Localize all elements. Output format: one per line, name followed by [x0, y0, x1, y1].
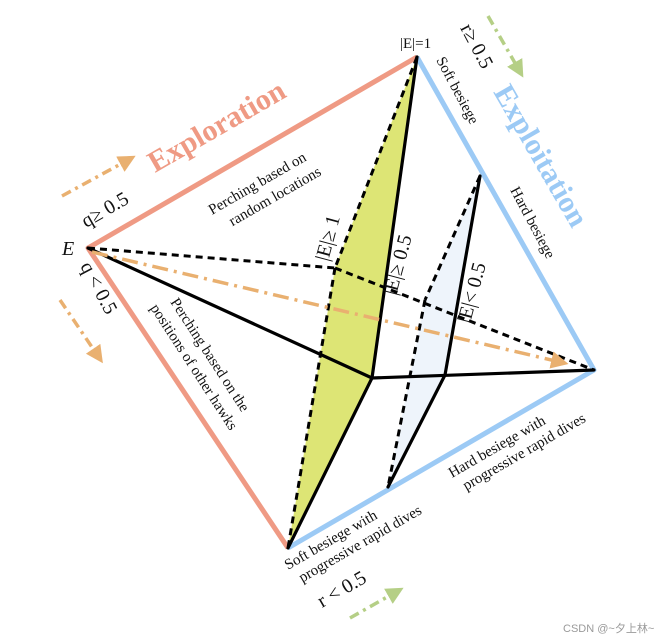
- condition-r-ge: r≥ 0.5: [456, 20, 498, 72]
- q-ge-arrow: [61, 155, 136, 198]
- yellow-plane: [288, 57, 417, 548]
- perching-random-label: Perching based on random locations: [206, 149, 324, 229]
- exploration-title: Exploration: [142, 74, 292, 179]
- exploration-flow-arrow: [91, 250, 569, 369]
- soft-besiege-label: Soft besiege: [432, 54, 481, 127]
- q-lt-arrow: [58, 299, 103, 364]
- r-ge-arrow: [486, 15, 524, 78]
- vertex-e-label: E: [61, 238, 74, 260]
- solid-lines: [86, 55, 596, 550]
- r-lt-arrow: [349, 587, 404, 620]
- watermark: CSDN @~夕上林~: [563, 621, 654, 635]
- vertex-e-top-label: |E|=1: [400, 36, 431, 52]
